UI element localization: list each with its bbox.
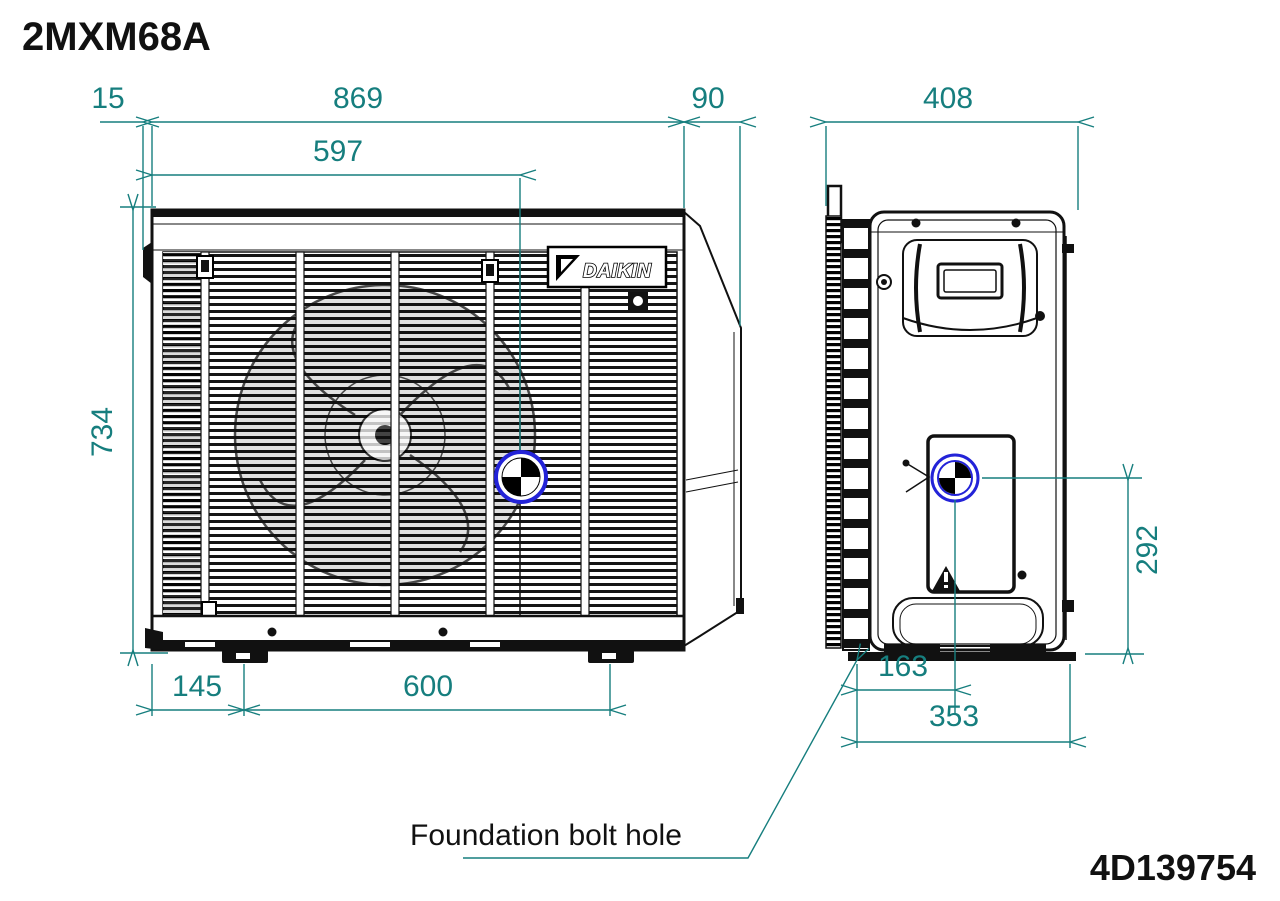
dim-145: 145 <box>172 670 222 703</box>
wall-bracket <box>143 242 152 284</box>
drain-hole <box>438 627 448 637</box>
model-title: 2MXM68A <box>22 15 211 59</box>
drawing-number: 4D139754 <box>1090 847 1256 888</box>
fan-grille <box>162 251 678 617</box>
dim-869: 869 <box>333 82 383 115</box>
front-right-side-panel <box>683 209 742 648</box>
corner-bracket <box>145 628 163 650</box>
dim-597: 597 <box>313 135 363 168</box>
dim-163: 163 <box>878 650 928 683</box>
daikin-logo: DAIKIN <box>546 245 668 289</box>
drain-hole <box>267 627 277 637</box>
carry-handle <box>902 239 1038 337</box>
warning-triangle-icon <box>932 566 960 591</box>
side-tab <box>1062 244 1074 253</box>
base-plate <box>848 652 1076 661</box>
dim-353: 353 <box>929 700 979 733</box>
dimensions-front: 15 869 90 597 734 145 600 <box>86 82 740 716</box>
dim-292: 292 <box>1131 525 1164 575</box>
center-of-gravity-marker-side <box>930 453 980 503</box>
side-tab <box>736 598 744 614</box>
front-top-edge <box>152 210 684 217</box>
grille-clips <box>196 255 499 617</box>
skid-foot <box>990 644 1046 652</box>
dimensions-side: 408 292 163 353 <box>826 82 1164 748</box>
front-view: DAIKIN <box>143 208 744 663</box>
foundation-bolt-hole-label: Foundation bolt hole <box>410 819 682 852</box>
coil-fins-left <box>163 252 203 616</box>
side-coil-frame <box>842 219 870 651</box>
dim-600: 600 <box>403 670 453 703</box>
side-coil-fins <box>825 215 842 649</box>
dim-734: 734 <box>86 407 119 457</box>
dim-408: 408 <box>923 82 973 115</box>
side-view <box>825 184 1076 661</box>
top-bolt <box>1011 218 1021 228</box>
top-bolt <box>911 218 921 228</box>
center-of-gravity-marker-front <box>494 450 548 504</box>
foundation-bolt-leader: Foundation bolt hole <box>410 660 857 859</box>
base-rail <box>152 640 684 650</box>
drain-pan <box>892 597 1044 647</box>
mounting-feet <box>222 650 634 663</box>
skid-foot <box>884 644 940 652</box>
side-tab <box>1062 600 1074 612</box>
daikin-logo-text: DAIKIN <box>583 261 652 282</box>
panel-bolt <box>1017 570 1027 580</box>
side-bolt <box>1035 311 1045 321</box>
dim-15: 15 <box>91 82 124 115</box>
dim-90: 90 <box>691 82 724 115</box>
